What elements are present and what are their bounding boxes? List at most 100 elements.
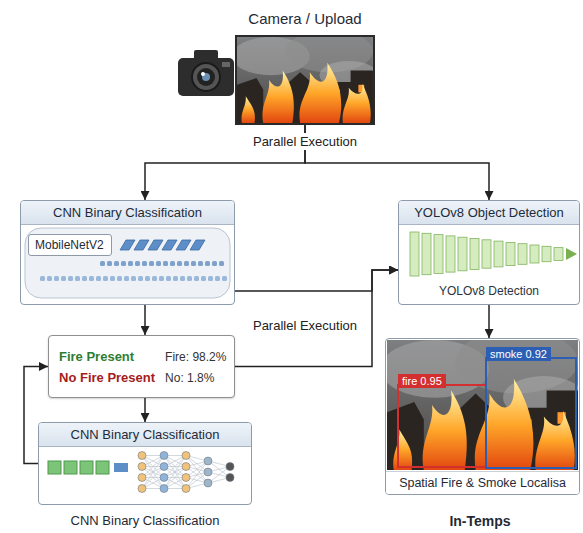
class-label: No Fire Present [59,370,155,385]
camera-icon [178,50,234,96]
illustration-part [187,276,192,281]
flow-note: Parallel Execution [249,317,361,334]
illustration-part [542,246,551,261]
fire-photo [232,30,378,123]
detection-tag: smoke 0.92 [486,347,551,361]
classifier-box: CNN Binary ClassificationMobileNetV2 [20,200,235,305]
illustration-part [530,245,539,263]
illustration-part [120,240,135,250]
illustration-part [198,261,203,266]
flow-arrow [24,367,48,464]
illustration-part [458,237,467,271]
illustration-part [163,261,168,266]
illustration-part [518,244,527,265]
box-heading: YOLOv8 Object Detection [399,201,579,225]
backbone-tag: MobileNetV2 [28,234,112,256]
label-slot: Parallel Execution [245,132,365,150]
illustration-part [160,485,168,493]
fire-bounding-box [398,385,486,467]
illustration-part [182,452,190,460]
box-caption: CNN Binary Classification [39,513,251,528]
illustration-part [134,240,149,250]
illustration-part [145,276,150,281]
illustration-part [138,452,146,460]
illustration-part [194,276,199,281]
illustration-part [226,463,234,471]
input-image: Camera / Upload [235,35,375,125]
box-heading: CNN Binary Classification [21,201,234,225]
illustration-part [75,276,80,281]
illustration-part [482,240,491,268]
class-label: Fire Present [59,349,155,364]
illustration-part [197,68,215,86]
illustration-part [61,276,66,281]
illustration-part [160,452,168,460]
detection-photo [380,330,583,470]
flow-arrow [235,270,398,291]
label-slot: Parallel Execution [245,316,365,334]
illustration-part [160,474,168,482]
illustration-part [170,261,175,266]
illustration-part [114,261,119,266]
illustration-part [208,276,213,281]
flow-arrow [144,305,146,335]
illustration-part [54,276,59,281]
illustration-part [226,474,234,482]
illustration-part [110,276,115,281]
illustration-part [201,72,205,76]
detection-tag: fire 0.95 [398,374,446,388]
detector-box: YOLOv8 Object DetectionYOLOv8 Detection [398,200,580,305]
illustration-part [100,261,105,266]
illustration-part [434,235,443,274]
illustration-part [25,228,230,298]
yolo-backbone-icon [410,232,577,276]
illustration-part [96,276,101,281]
illustration-part [117,276,122,281]
illustration-part [40,261,227,281]
illustration-part [202,73,210,81]
illustration-part [138,485,146,493]
illustration-part [222,276,227,281]
label-slot: smoke 0.92 [486,344,578,362]
illustration-part [204,457,212,465]
illustration-part [80,461,93,474]
illustration-part [149,261,154,266]
illustration-part [494,241,503,267]
class-score: Fire: 98.2% [165,350,226,364]
input-heading: Camera / Upload [237,10,373,27]
box-heading: CNN Binary Classification [39,423,251,447]
backbone-label: MobileNetV2 [29,235,111,255]
illustration-part [160,463,168,471]
illustration-part [142,456,164,489]
illustration-part [152,276,157,281]
illustration-part [380,330,583,470]
brand-mark: In-Temps [449,513,510,529]
illustration-part [121,261,126,266]
flow-arrow [144,398,146,422]
illustration-part [182,474,190,482]
illustration-part [204,468,212,476]
illustration-part [410,232,419,276]
illustration-part [138,463,146,471]
illustration-part [180,276,185,281]
illustration-part [166,276,171,281]
illustration-part [470,239,479,270]
flow-note: Parallel Execution [249,133,361,150]
illustration-part [124,276,129,281]
illustration-part [232,30,378,123]
illustration-part [205,261,210,266]
illustration-part [48,461,61,474]
illustration-part [82,276,87,281]
illustration-part [554,248,563,261]
illustration-part [120,240,205,250]
illustration-part [107,261,112,266]
image-caption: Spatial Fire & Smoke Localisa [386,471,579,494]
illustration-part [138,276,143,281]
illustration-part [506,242,515,265]
illustration-part [177,261,182,266]
illustration-part [204,479,212,487]
illustration-part [201,276,206,281]
illustration-part [156,261,161,266]
